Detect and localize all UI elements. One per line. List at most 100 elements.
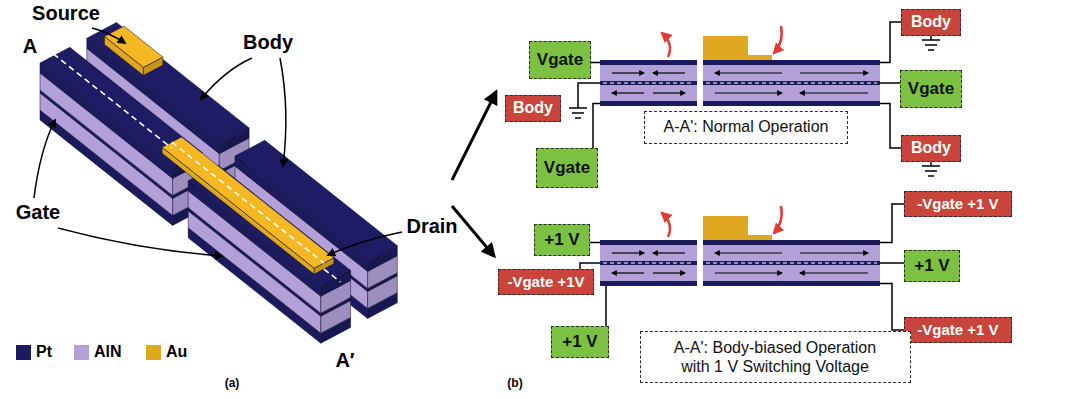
wire xyxy=(880,104,903,149)
leader-arrow xyxy=(34,120,55,198)
wire xyxy=(880,262,906,264)
node-text: -Vgate +1 V xyxy=(917,195,998,213)
aln-layer xyxy=(600,85,697,101)
node-text: +1 V xyxy=(914,256,949,276)
wire xyxy=(605,286,607,328)
strain-arrow xyxy=(653,272,685,273)
part-label: Gate xyxy=(16,201,60,224)
ground-symbol xyxy=(922,40,940,50)
legend-swatch xyxy=(74,345,89,360)
bias-voltage-box: Body xyxy=(901,9,961,36)
strain-arrow xyxy=(612,92,644,93)
bias-voltage-box: Body xyxy=(505,95,561,122)
strain-arrow xyxy=(715,252,782,253)
strain-arrow xyxy=(653,252,685,253)
part-label: Source xyxy=(32,2,100,25)
node-text: Vgate xyxy=(908,79,954,99)
node-text: -Vgate +1 V xyxy=(917,321,998,339)
bias-voltage-box: -Vgate +1 V xyxy=(904,317,1012,343)
neutral-axis-line xyxy=(603,82,694,83)
pt-layer xyxy=(600,281,697,286)
aln-layer xyxy=(600,65,697,81)
au-pad xyxy=(162,137,334,268)
strain-arrow xyxy=(612,252,644,253)
pt-layer xyxy=(703,261,880,265)
au-pad xyxy=(162,147,314,274)
pt-layer xyxy=(703,101,880,106)
deflection-arrow xyxy=(662,213,670,237)
node-text: +1 V xyxy=(562,332,597,352)
leader-arrow xyxy=(201,58,252,99)
aln-layer xyxy=(703,245,880,261)
legend-text: AlN xyxy=(94,343,122,361)
pt-layer xyxy=(600,81,697,85)
aln-layer xyxy=(600,265,697,281)
au-contact xyxy=(703,36,772,60)
deflection-arrow xyxy=(662,33,670,57)
node-text: Vgate xyxy=(537,50,583,70)
node-text: +1 V xyxy=(544,230,579,250)
leader-arrow xyxy=(58,228,222,256)
voltage-box: Vgate xyxy=(529,41,591,79)
voltage-box: +1 V xyxy=(551,326,609,358)
neutral-axis-line xyxy=(706,262,877,263)
aln-layer xyxy=(703,265,880,281)
wire xyxy=(880,204,906,243)
pt-layer xyxy=(600,101,697,106)
pt-layer xyxy=(703,60,880,65)
wire xyxy=(880,284,906,331)
legend-text: Pt xyxy=(36,343,52,361)
pt-layer xyxy=(600,261,697,265)
section-line xyxy=(46,48,172,148)
strain-arrow xyxy=(715,92,782,93)
node-text: Body xyxy=(513,98,553,117)
part-label: Body xyxy=(243,31,293,54)
aln-layer xyxy=(600,245,697,261)
section-line xyxy=(172,142,324,263)
legend-swatch xyxy=(16,345,31,360)
strain-arrow xyxy=(715,272,782,273)
ground-symbol xyxy=(922,166,940,176)
strain-arrow xyxy=(612,72,644,73)
bias-voltage-box: -Vgate +1 V xyxy=(904,191,1012,217)
node-text: Body xyxy=(911,12,951,31)
strain-arrow xyxy=(612,272,644,273)
strain-arrow xyxy=(715,72,782,73)
legend-item: AlN xyxy=(74,342,122,362)
pt-layer xyxy=(703,281,880,286)
voltage-box: +1 V xyxy=(904,250,960,282)
bias-voltage-box: -Vgate +1V xyxy=(498,269,594,295)
deflection-arrow xyxy=(774,206,782,233)
caption-box: A-A': Body-biased Operation with 1 V Swi… xyxy=(640,331,911,383)
pt-layer xyxy=(703,240,880,245)
ground-symbol xyxy=(569,108,587,118)
strain-arrow xyxy=(800,272,868,273)
bias-voltage-box: Body xyxy=(901,135,961,162)
switch-illustration xyxy=(34,23,402,344)
legend-item: Pt xyxy=(16,342,52,362)
aln-layer xyxy=(703,85,880,101)
node-text: A-A': Body-biased Operation with 1 V Swi… xyxy=(659,338,891,376)
section-line xyxy=(324,269,340,282)
section-end-label: A′ xyxy=(335,349,354,372)
pt-layer xyxy=(600,240,697,245)
legend-item: Au xyxy=(146,342,187,362)
wire xyxy=(593,104,600,151)
panel-label: (b) xyxy=(507,377,522,391)
deflection-arrow xyxy=(774,26,782,53)
legend-swatch xyxy=(146,345,161,360)
node-text: Vgate xyxy=(544,158,590,178)
leader-arrow xyxy=(328,232,402,255)
node-text: Body xyxy=(911,138,951,157)
strain-arrow xyxy=(800,92,868,93)
leader-arrow xyxy=(280,58,286,166)
aln-layer xyxy=(703,65,880,81)
panel-label: (a) xyxy=(225,377,240,391)
strain-arrow xyxy=(800,72,868,73)
strain-arrow xyxy=(653,72,685,73)
neutral-axis-line xyxy=(603,262,694,263)
strain-arrow xyxy=(653,92,685,93)
transition-arrow xyxy=(452,92,496,180)
section-end-label: A xyxy=(23,35,37,58)
